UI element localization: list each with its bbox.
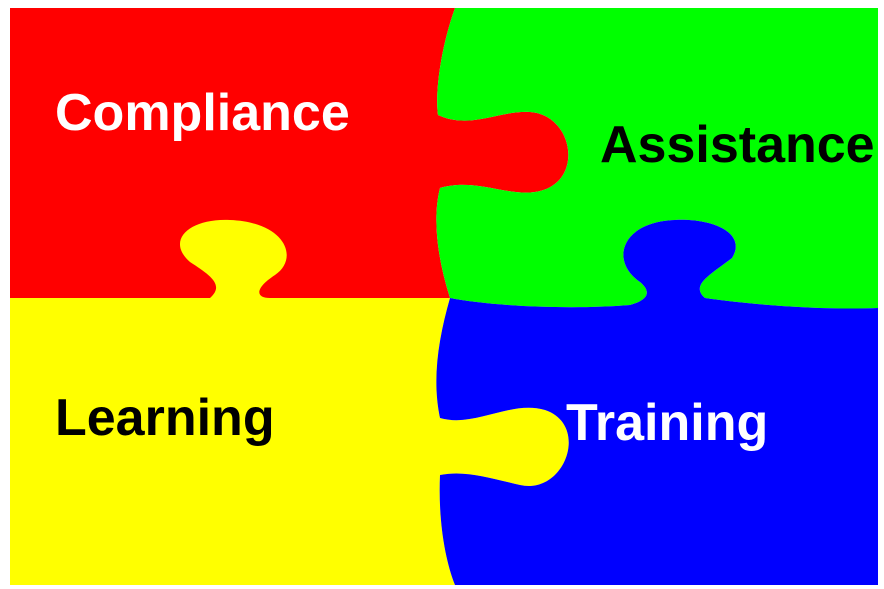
piece-learning: [10, 219, 569, 585]
label-learning: Learning: [55, 389, 275, 447]
piece-training: [436, 219, 878, 585]
label-compliance: Compliance: [55, 84, 350, 142]
label-training: Training: [566, 394, 768, 452]
piece-assistance: [436, 8, 878, 309]
label-assistance: Assistance: [600, 116, 875, 174]
piece-compliance: [10, 8, 569, 298]
